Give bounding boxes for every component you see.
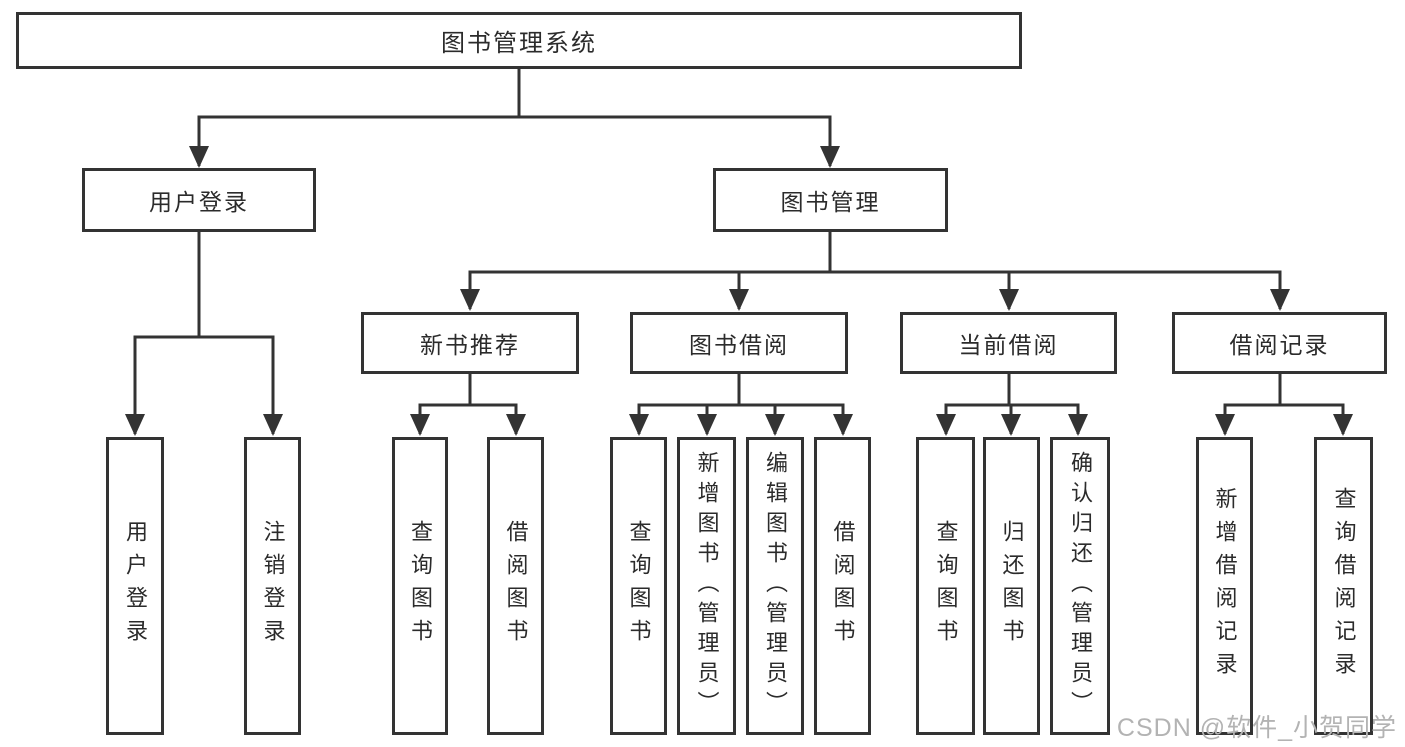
leaf-borrow-borrow-books: 借阅图书 (814, 437, 871, 735)
leaf-label: 归还图书 (999, 520, 1025, 652)
leaf-label: 编辑图书（管理员） (763, 451, 788, 721)
node-current-borrow: 当前借阅 (900, 312, 1117, 374)
leaf-label: 借阅图书 (830, 520, 856, 652)
leaf-records-query-borrow-record: 查询借阅记录 (1314, 437, 1373, 735)
leaf-logout: 注销登录 (244, 437, 301, 735)
leaf-newbooks-borrow-books: 借阅图书 (487, 437, 544, 735)
leaf-label: 确认归还（管理员） (1068, 451, 1093, 721)
leaf-label: 借阅图书 (503, 520, 529, 652)
node-label: 借阅记录 (1229, 332, 1330, 358)
node-borrow-records: 借阅记录 (1172, 312, 1387, 374)
node-label: 图书管理 (780, 189, 881, 215)
node-label: 图书管理系统 (441, 30, 597, 57)
leaf-label: 查询借阅记录 (1331, 487, 1357, 685)
node-new-book-recommend: 新书推荐 (361, 312, 579, 374)
connector-user-login-to-leaves (125, 232, 283, 436)
leaf-label: 新增图书（管理员） (694, 451, 720, 721)
leaf-label: 注销登录 (260, 520, 286, 652)
node-book-borrow: 图书借阅 (630, 312, 848, 374)
connector-book-borrow-to-leaves (629, 374, 853, 436)
node-label: 图书借阅 (689, 332, 789, 358)
leaf-label: 查询图书 (626, 520, 652, 652)
leaf-label: 查询图书 (933, 520, 959, 652)
leaf-label: 用户登录 (123, 520, 148, 652)
leaf-label: 新增借阅记录 (1212, 487, 1238, 685)
leaf-newbooks-query-books: 查询图书 (392, 437, 448, 735)
leaf-records-add-borrow-record: 新增借阅记录 (1196, 437, 1253, 735)
leaf-current-confirm-return-admin: 确认归还（管理员） (1050, 437, 1110, 735)
node-label: 当前借阅 (958, 332, 1059, 358)
connector-book-mgmt-to-level3 (460, 232, 1290, 311)
node-user-login: 用户登录 (82, 168, 316, 232)
node-book-management: 图书管理 (713, 168, 948, 232)
leaf-borrow-edit-books-admin: 编辑图书（管理员） (746, 437, 804, 735)
leaf-current-query-books: 查询图书 (916, 437, 975, 735)
leaf-user-login: 用户登录 (106, 437, 164, 735)
leaf-borrow-add-books-admin: 新增图书（管理员） (677, 437, 736, 735)
connector-borrow-records-to-leaves (1215, 374, 1353, 436)
connector-current-borrow-to-leaves (936, 374, 1088, 436)
leaf-borrow-query-books: 查询图书 (610, 437, 667, 735)
connector-root-to-level2 (189, 69, 840, 168)
watermark: CSDN @软件_小贺同学 (1116, 714, 1397, 742)
leaf-label: 查询图书 (408, 520, 433, 652)
leaf-current-return-books: 归还图书 (983, 437, 1040, 735)
node-library-management-system: 图书管理系统 (16, 12, 1022, 69)
node-label: 用户登录 (149, 189, 249, 215)
node-label: 新书推荐 (420, 332, 520, 358)
connector-new-books-to-leaves (410, 374, 526, 436)
